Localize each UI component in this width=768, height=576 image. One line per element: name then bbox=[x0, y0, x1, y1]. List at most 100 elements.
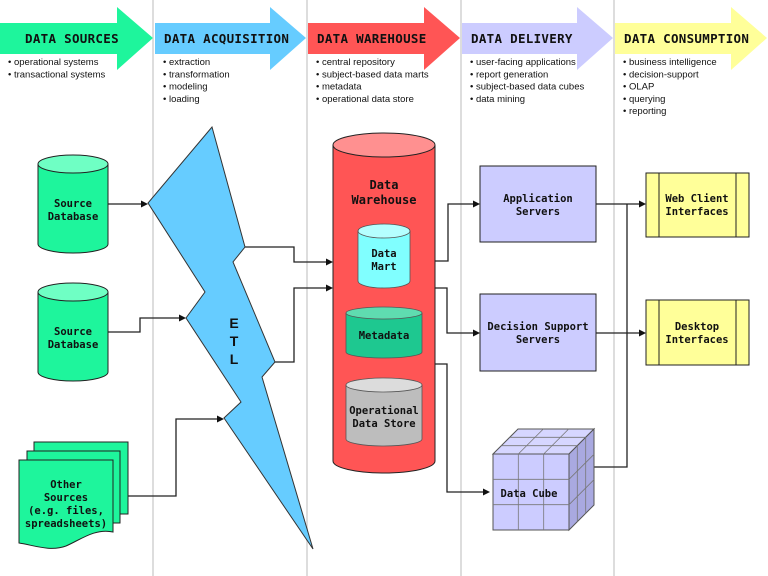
data-mart-cylinder[interactable]: Data Mart bbox=[357, 223, 411, 289]
source-database-label: Source bbox=[54, 198, 92, 210]
source-database-1[interactable]: Source Database bbox=[37, 154, 109, 254]
stage-title: DATA DELIVERY bbox=[471, 31, 573, 46]
stage-bullet: • business intelligence bbox=[623, 57, 717, 68]
ods-label: Operational bbox=[349, 405, 419, 417]
stage-arrow bbox=[0, 7, 153, 70]
stage-bullet: • transformation bbox=[163, 69, 230, 80]
etl-letter: T bbox=[230, 333, 239, 349]
application-servers-label: Application bbox=[503, 193, 573, 205]
decision-support-servers-label: Decision Support bbox=[487, 321, 588, 333]
stage-bullet: • OLAP bbox=[623, 82, 654, 93]
stage-arrow bbox=[462, 7, 613, 70]
connector-warehouse-cube bbox=[435, 363, 487, 493]
other-sources-documents[interactable]: Other Sources (e.g. files, spreadsheets) bbox=[18, 441, 129, 549]
column-dividers bbox=[152, 0, 615, 576]
arrowhead bbox=[326, 284, 333, 292]
stage-arrow bbox=[308, 7, 460, 70]
arrowhead bbox=[483, 488, 490, 496]
etl-lightning-shape bbox=[147, 125, 314, 550]
etl-letter: E bbox=[229, 315, 238, 331]
source-database-label: Database bbox=[48, 211, 99, 223]
connector-warehouse-dss bbox=[435, 287, 477, 334]
application-servers-label: Servers bbox=[516, 206, 560, 218]
data-mart-label: Data bbox=[371, 248, 396, 260]
arrowhead bbox=[639, 329, 646, 337]
stage-title: DATA WAREHOUSE bbox=[317, 31, 427, 46]
stage-bullet: • central repository bbox=[316, 57, 395, 68]
other-sources-label: Sources bbox=[44, 492, 88, 504]
arrowhead bbox=[639, 200, 646, 208]
cube-front-face bbox=[492, 453, 570, 531]
stage-title: DATA ACQUISITION bbox=[164, 31, 289, 46]
application-servers-box[interactable]: Application Servers bbox=[479, 165, 597, 243]
decision-support-servers-label: Servers bbox=[516, 334, 560, 346]
data-warehouse-cylinder[interactable]: Data Warehouse Data Mart Metadata Operat… bbox=[332, 132, 436, 474]
warehouse-label: Data bbox=[370, 178, 399, 192]
data-cube-label: Data Cube bbox=[501, 488, 558, 500]
web-client-label: Web Client bbox=[665, 193, 728, 205]
metadata-label: Metadata bbox=[359, 330, 410, 342]
stage-bullet: • modeling bbox=[163, 82, 208, 93]
stage-bullet: • operational systems bbox=[8, 57, 99, 68]
stage-bullet: • querying bbox=[623, 94, 665, 105]
arrowhead bbox=[217, 415, 224, 423]
connector-etl-warehouse-1 bbox=[245, 246, 330, 263]
stage-header-arrows: DATA SOURCES• operational systems• trans… bbox=[0, 7, 767, 117]
arrowhead bbox=[473, 200, 480, 208]
desktop-label: Desktop bbox=[675, 321, 719, 333]
stage-header-acquisition: DATA ACQUISITION • extraction• transforma… bbox=[155, 7, 306, 105]
arrowhead bbox=[179, 314, 186, 322]
stage-bullet: • extraction bbox=[163, 57, 210, 68]
stage-bullet: • loading bbox=[163, 94, 200, 105]
stage-bullet: • data mining bbox=[470, 94, 525, 105]
stage-bullet: • operational data store bbox=[316, 94, 414, 105]
data-mart-label: Mart bbox=[371, 261, 396, 273]
connectors bbox=[108, 200, 646, 497]
connector-warehouse-app bbox=[435, 203, 477, 262]
desktop-interfaces-box[interactable]: Desktop Interfaces bbox=[645, 299, 750, 366]
decision-support-servers-box[interactable]: Decision Support Servers bbox=[479, 293, 597, 372]
data-cube[interactable]: Data Cube bbox=[491, 427, 596, 532]
desktop-label: Interfaces bbox=[665, 334, 728, 346]
connector-source2-etl bbox=[108, 317, 183, 333]
source-database-label: Source bbox=[54, 326, 92, 338]
etl-letter: L bbox=[230, 351, 239, 367]
stage-bullet: • reporting bbox=[623, 106, 666, 117]
connector-other-etl bbox=[128, 418, 221, 497]
stage-header-warehouse: DATA WAREHOUSE • central repository• subj… bbox=[308, 7, 460, 105]
stage-title: DATA CONSUMPTION bbox=[624, 31, 749, 46]
metadata-cylinder[interactable]: Metadata bbox=[345, 306, 423, 359]
arrowhead bbox=[326, 258, 333, 266]
connector-cube-consumers bbox=[594, 204, 628, 468]
warehouse-label: Warehouse bbox=[351, 193, 416, 207]
stage-bullet: • subject-based data cubes bbox=[470, 82, 584, 93]
stage-header-sources: DATA SOURCES • operational systems• trans… bbox=[0, 7, 153, 80]
stage-bullet: • decision-support bbox=[623, 69, 699, 80]
stage-bullet: • report generation bbox=[470, 69, 548, 80]
stage-bullet: • metadata bbox=[316, 82, 362, 93]
other-sources-label: Other bbox=[50, 479, 82, 491]
source-database-label: Database bbox=[48, 339, 99, 351]
web-client-interfaces-box[interactable]: Web Client Interfaces bbox=[645, 172, 750, 238]
cube-grid bbox=[493, 428, 595, 530]
source-database-2[interactable]: Source Database bbox=[37, 282, 109, 382]
document-front bbox=[18, 459, 114, 549]
arrowhead bbox=[473, 329, 480, 337]
connector-etl-warehouse-2 bbox=[262, 287, 330, 363]
stage-arrow bbox=[155, 7, 306, 70]
stage-header-delivery: DATA DELIVERY• user-facing applications•… bbox=[462, 7, 613, 105]
stage-bullet: • subject-based data marts bbox=[316, 69, 429, 80]
other-sources-label: (e.g. files, bbox=[28, 505, 104, 517]
stage-bullet: • transactional systems bbox=[8, 69, 106, 80]
stage-bullet: • user-facing applications bbox=[470, 57, 576, 68]
stage-header-consumption: DATA CONSUMPTION• business intelligence•… bbox=[615, 7, 767, 117]
stage-title: DATA SOURCES bbox=[25, 31, 119, 46]
other-sources-label: spreadsheets) bbox=[25, 518, 107, 530]
etl-process[interactable]: E T L bbox=[147, 125, 314, 550]
ods-label: Data Store bbox=[352, 418, 415, 430]
web-client-label: Interfaces bbox=[665, 206, 728, 218]
arrowhead bbox=[141, 200, 148, 208]
operational-data-store-cylinder[interactable]: Operational Data Store bbox=[345, 377, 423, 447]
stage-arrow bbox=[615, 7, 767, 70]
